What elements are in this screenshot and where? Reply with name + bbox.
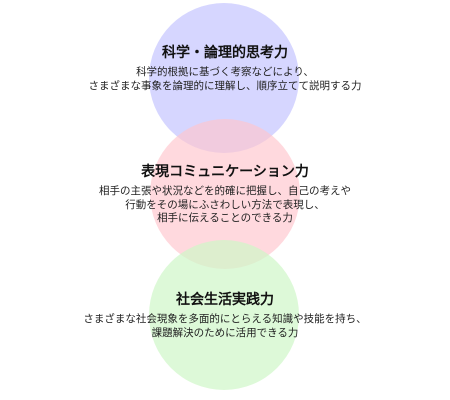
section-description: 科学的根拠に基づく考察などにより、 さまざまな事象を論理的に理解し、順序立てて説… [88,66,362,92]
section-title: 社会生活実践力 [176,292,274,308]
section-communication: 表現コミュニケーション力 相手の主張や状況などを的確に把握し、自己の考えや 行動… [0,163,450,226]
section-title: 表現コミュニケーション力 [141,164,309,180]
section-description: さまざまな社会現象を多面的にとらえる知識や技能を持ち、 課題解決のために活用でき… [83,313,367,339]
section-description: 相手の主張や状況などを的確に把握し、自己の考えや 行動をその場にふさわしい方法で… [99,185,351,224]
section-title: 科学・論理的思考力 [162,45,288,61]
section-social-practice: 社会生活実践力 さまざまな社会現象を多面的にとらえる知識や技能を持ち、 課題解決… [0,291,450,340]
circle-social-practice [149,240,299,390]
section-logical-thinking: 科学・論理的思考力 科学的根拠に基づく考察などにより、 さまざまな事象を論理的に… [0,44,450,93]
